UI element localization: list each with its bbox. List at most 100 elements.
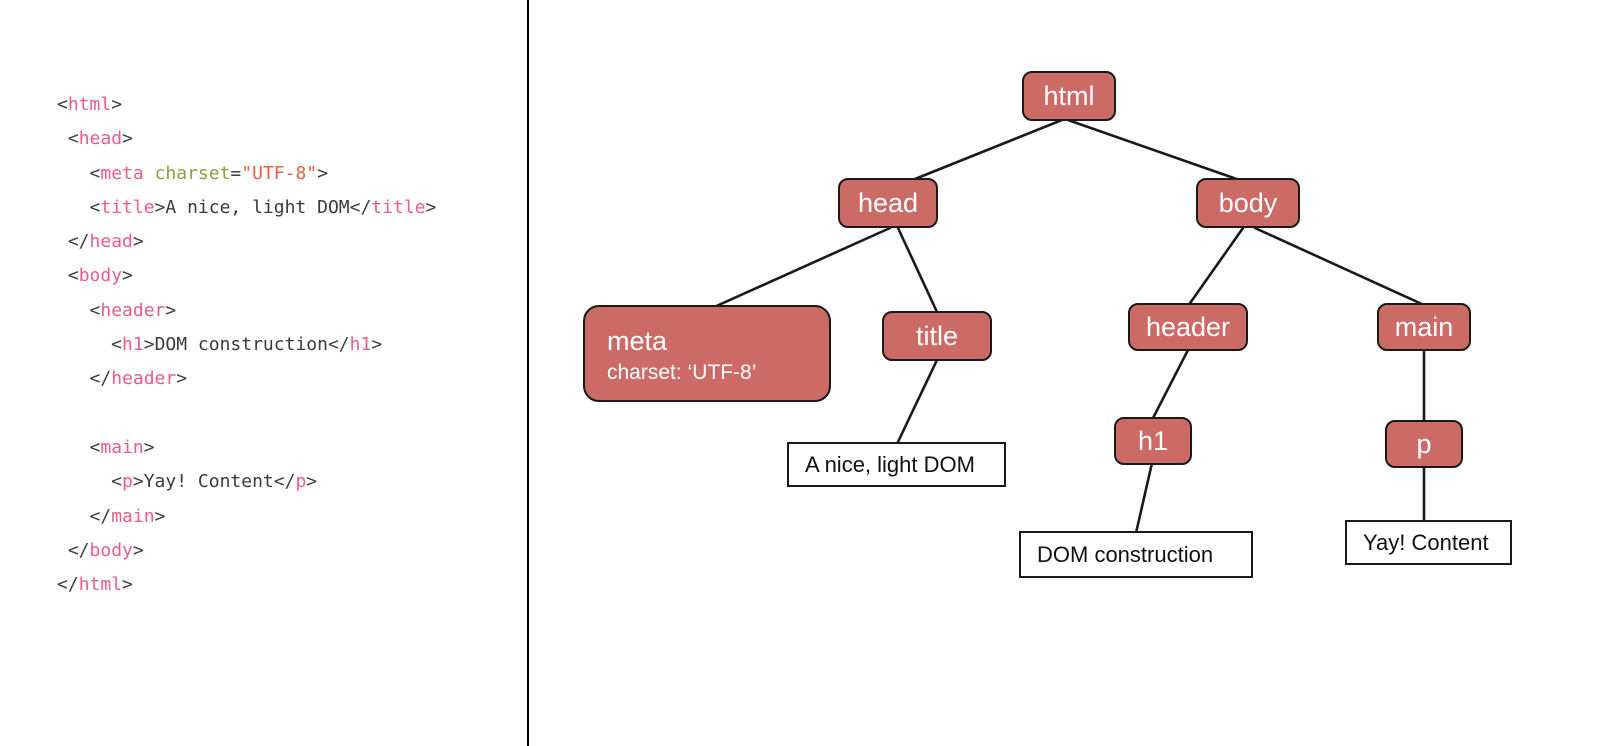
dom-node-main-label: main bbox=[1394, 311, 1454, 342]
dom-node-main[interactable]: main bbox=[1377, 303, 1471, 351]
code-line: <html> bbox=[57, 88, 436, 122]
dom-node-title-label: title bbox=[915, 320, 959, 351]
code-token-punct: </ bbox=[57, 574, 79, 596]
text-node-h1[interactable]: DOM construction bbox=[1019, 531, 1253, 578]
code-token-tag: html bbox=[67, 94, 112, 115]
code-line: </head> bbox=[57, 225, 436, 259]
dom-node-body[interactable]: body bbox=[1196, 178, 1300, 228]
code-token-txt: DOM construction bbox=[154, 334, 328, 356]
code-line: <header> bbox=[57, 294, 436, 328]
code-token-tag: h1 bbox=[349, 334, 372, 356]
dom-node-body-label: body bbox=[1218, 187, 1278, 218]
dom-node-head[interactable]: head bbox=[838, 178, 938, 228]
code-token-tag: html bbox=[78, 574, 123, 596]
code-token-tag: body bbox=[89, 539, 133, 561]
panel-divider bbox=[527, 0, 529, 746]
code-token-tag: title bbox=[371, 196, 426, 218]
code-token-tag: main bbox=[111, 505, 155, 527]
html-source-code[interactable]: <html> <head> <meta charset="UTF-8"> <ti… bbox=[57, 88, 436, 602]
dom-node-header-label: header bbox=[1145, 311, 1231, 342]
code-token-punct: < bbox=[57, 196, 101, 218]
code-token-punct: > bbox=[425, 196, 437, 218]
code-token-tag: header bbox=[100, 299, 166, 321]
text-node-title[interactable]: A nice, light DOM bbox=[787, 442, 1006, 487]
dom-node-meta[interactable]: meta charset: ‘UTF-8’ bbox=[583, 305, 831, 402]
code-line: <main> bbox=[57, 431, 436, 465]
code-token-tag: header bbox=[111, 368, 177, 390]
code-token-txt: Yay! Content bbox=[143, 471, 274, 493]
dom-node-p[interactable]: p bbox=[1385, 420, 1463, 468]
dom-node-head-label: head bbox=[857, 187, 919, 218]
code-token-punct: </ bbox=[349, 196, 372, 218]
code-line: <body> bbox=[57, 259, 436, 293]
code-token-punct: > bbox=[165, 299, 177, 321]
code-token-tag: title bbox=[100, 196, 155, 218]
dom-node-meta-attribute: charset: ‘UTF-8’ bbox=[607, 361, 757, 384]
code-panel: <html> <head> <meta charset="UTF-8"> <ti… bbox=[0, 0, 527, 746]
code-line: </body> bbox=[57, 534, 436, 568]
code-token-punct: </ bbox=[57, 539, 90, 561]
code-token-txt bbox=[144, 163, 155, 184]
code-token-punct: </ bbox=[57, 368, 112, 390]
code-token-punct: </ bbox=[327, 334, 350, 356]
code-line: </html> bbox=[57, 568, 436, 602]
code-token-punct: < bbox=[57, 265, 79, 287]
code-token-punct: > bbox=[154, 505, 166, 527]
code-token-punct: > bbox=[143, 436, 155, 458]
code-token-punct: > bbox=[122, 128, 133, 150]
dom-node-h1-label: h1 bbox=[1137, 425, 1169, 456]
dom-node-title[interactable]: title bbox=[882, 311, 992, 361]
code-token-punct: > bbox=[122, 265, 133, 287]
code-token-punct: > bbox=[371, 334, 383, 356]
dom-node-h1[interactable]: h1 bbox=[1114, 417, 1192, 465]
code-token-punct: > bbox=[154, 196, 166, 218]
code-token-punct: </ bbox=[273, 471, 296, 493]
code-token-punct: > bbox=[122, 574, 133, 596]
code-line: </main> bbox=[57, 500, 436, 534]
text-node-p-label: Yay! Content bbox=[1363, 529, 1489, 555]
code-line: <p>Yay! Content</p> bbox=[57, 465, 436, 499]
code-token-tag: p bbox=[122, 471, 133, 493]
code-token-punct: > bbox=[317, 162, 328, 184]
text-node-h1-label: DOM construction bbox=[1037, 541, 1214, 567]
code-token-tag: main bbox=[100, 436, 144, 458]
code-token-attr: charset bbox=[154, 162, 231, 184]
code-token-punct: > bbox=[132, 231, 144, 253]
code-token-punct: > bbox=[132, 539, 144, 561]
code-token-punct: </ bbox=[57, 505, 112, 527]
code-token-punct: < bbox=[57, 94, 68, 115]
code-token-tag: head bbox=[89, 231, 133, 253]
code-token-punct: > bbox=[176, 368, 188, 390]
dom-node-html-label: html bbox=[1043, 80, 1095, 111]
code-token-punct: > bbox=[306, 471, 318, 493]
code-token-tag: h1 bbox=[122, 334, 144, 356]
code-token-punct: = bbox=[230, 162, 242, 184]
code-token-punct: < bbox=[57, 436, 101, 458]
text-node-p[interactable]: Yay! Content bbox=[1345, 520, 1512, 565]
code-line: <meta charset="UTF-8"> bbox=[57, 157, 436, 191]
code-token-tag: body bbox=[78, 265, 123, 287]
code-token-punct: </ bbox=[57, 231, 90, 253]
code-token-punct: < bbox=[57, 334, 123, 356]
code-token-punct: < bbox=[57, 128, 79, 150]
code-token-val: "UTF-8" bbox=[241, 162, 318, 184]
dom-node-p-label: p bbox=[1416, 428, 1432, 459]
code-line: </header> bbox=[57, 362, 436, 396]
code-token-punct: > bbox=[143, 334, 155, 356]
code-line: <title>A nice, light DOM</title> bbox=[57, 191, 437, 225]
dom-node-meta-label: meta bbox=[607, 326, 668, 356]
code-token-punct: > bbox=[111, 94, 123, 115]
code-token-punct: > bbox=[132, 471, 144, 493]
code-line bbox=[57, 397, 436, 431]
code-token-tag: head bbox=[78, 128, 123, 150]
code-token-punct: < bbox=[57, 162, 101, 184]
code-line: <head> bbox=[57, 122, 436, 156]
code-token-punct: < bbox=[57, 299, 101, 321]
code-token-tag: p bbox=[295, 471, 307, 493]
dom-node-header[interactable]: header bbox=[1128, 303, 1248, 351]
code-token-txt: A nice, light DOM bbox=[165, 196, 350, 218]
text-node-title-label: A nice, light DOM bbox=[805, 451, 975, 477]
dom-node-html[interactable]: html bbox=[1022, 71, 1116, 121]
code-token-tag: meta bbox=[100, 162, 144, 184]
code-line: <h1>DOM construction</h1> bbox=[57, 328, 436, 362]
